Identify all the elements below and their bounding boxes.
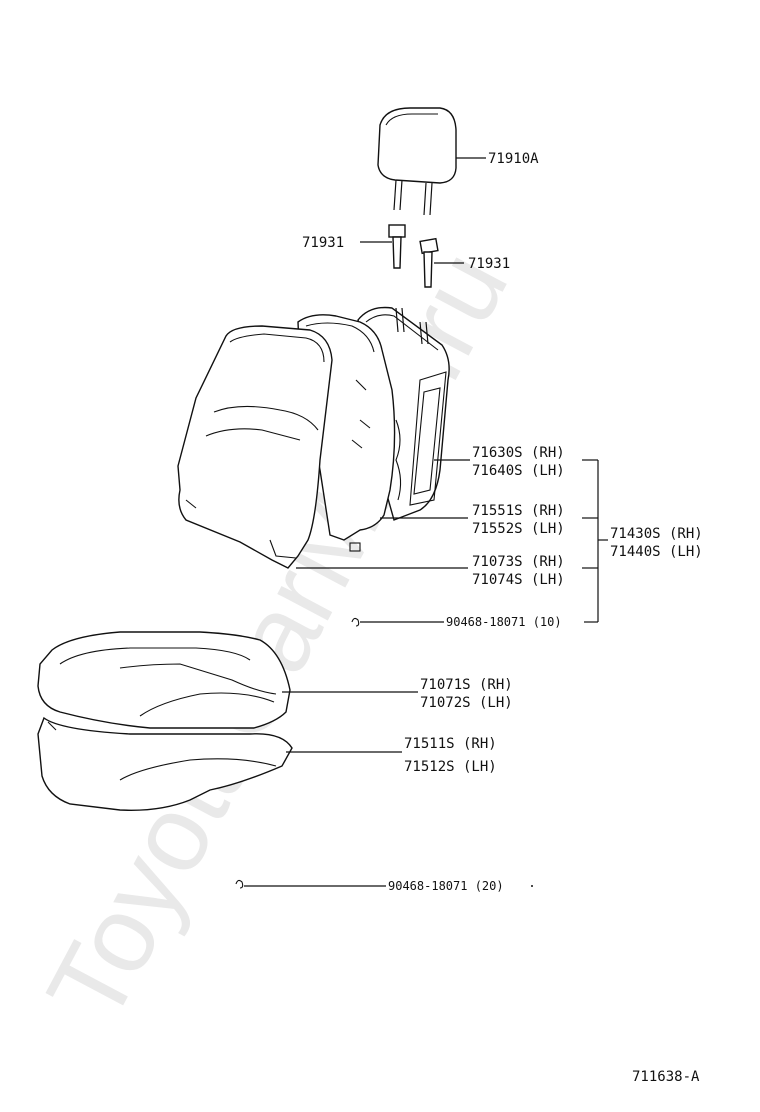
seatback-cover-drawing[interactable] (177, 325, 333, 569)
support-right-drawing[interactable] (419, 237, 439, 288)
cushion-cover-drawing[interactable] (37, 631, 291, 729)
label-back-cover-rh[interactable]: 71073S (RH) (472, 554, 565, 570)
label-seatback-assy-rh[interactable]: 71430S (RH) (610, 526, 703, 542)
hog-ring-back-icon (351, 617, 360, 627)
headrest-drawing[interactable] (377, 107, 457, 216)
label-cushion-pad-rh[interactable]: 71511S (RH) (404, 736, 497, 752)
label-back-spring-lh[interactable]: 71552S (LH) (472, 521, 565, 537)
label-back-pad-rh[interactable]: 71630S (RH) (472, 445, 565, 461)
label-support-right[interactable]: 71931 (468, 256, 510, 272)
label-seatback-assy-lh[interactable]: 71440S (LH) (610, 544, 703, 560)
hog-ring-cushion-icon (235, 879, 244, 889)
label-back-cover-lh[interactable]: 71074S (LH) (472, 572, 565, 588)
label-support-left[interactable]: 71931 (302, 235, 344, 251)
label-hog-ring-cushion[interactable]: 90468-18071 (20) (388, 879, 504, 893)
trailing-dot (531, 885, 533, 887)
label-headrest[interactable]: 71910A (488, 151, 539, 167)
diagram-id: 711638-A (632, 1069, 700, 1085)
label-cushion-cover-rh[interactable]: 71071S (RH) (420, 677, 513, 693)
label-back-pad-lh[interactable]: 71640S (LH) (472, 463, 565, 479)
label-cushion-cover-lh[interactable]: 71072S (LH) (420, 695, 513, 711)
label-back-spring-rh[interactable]: 71551S (RH) (472, 503, 565, 519)
leader-lines (244, 157, 608, 887)
label-cushion-pad-lh[interactable]: 71512S (LH) (404, 759, 497, 775)
cushion-pad-drawing[interactable] (37, 716, 293, 811)
support-left-drawing[interactable] (388, 224, 406, 269)
label-hog-ring-back[interactable]: 90468-18071 (10) (446, 615, 562, 629)
